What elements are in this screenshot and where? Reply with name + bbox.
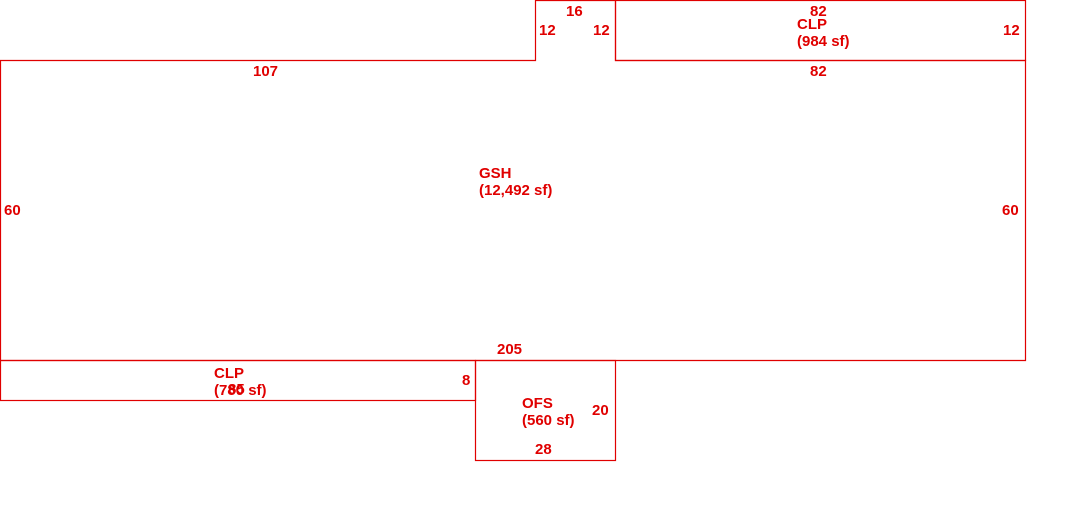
clp-top-area-label: (984 sf) (797, 33, 850, 50)
clp-bottom-code-label: CLP (214, 365, 244, 382)
dim-clp-bottom-height: 8 (462, 372, 470, 389)
dim-notch-right: 12 (593, 22, 610, 39)
dim-notch-left: 12 (539, 22, 556, 39)
dim-ofs-bottom: 28 (535, 441, 552, 458)
gsh-code-label: GSH (479, 165, 512, 182)
dim-gsh-bottom: 205 (497, 341, 522, 358)
dim-gsh-top-left: 107 (253, 63, 278, 80)
dim-clp-top-top: 82 (810, 3, 827, 20)
clp-bottom-area-label: (780 sf) (214, 382, 267, 399)
ofs-outline (474, 359, 617, 462)
gsh-area-label: (12,492 sf) (479, 182, 552, 199)
ofs-area-label: (560 sf) (522, 412, 575, 429)
dim-ofs-right: 20 (592, 402, 609, 419)
clp-top-outline (614, 0, 1027, 62)
dim-clp-top-bottom: 82 (810, 63, 827, 80)
dim-gsh-left: 60 (4, 202, 21, 219)
dim-clp-bottom-length: 85 (228, 381, 245, 398)
ofs-code-label: OFS (522, 395, 553, 412)
dim-notch-top: 16 (566, 3, 583, 20)
clp-top-code-label: CLP (797, 16, 827, 33)
dim-clp-top-right: 12 (1003, 22, 1020, 39)
gsh-outline (0, 0, 1027, 362)
dim-gsh-right: 60 (1002, 202, 1019, 219)
